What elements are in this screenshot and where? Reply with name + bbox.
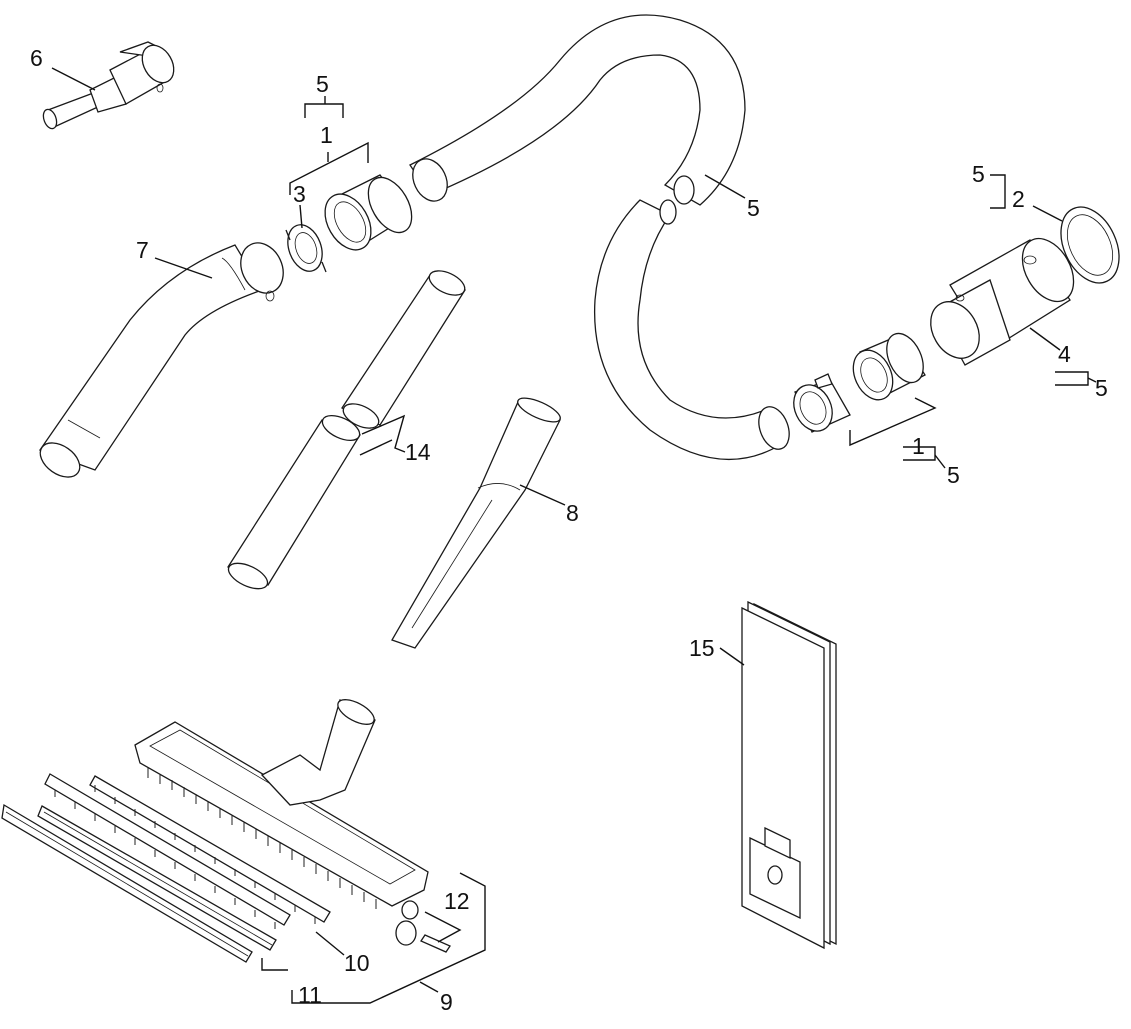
leader-lines — [51, 67, 1097, 1004]
callout-3: 3 — [293, 181, 306, 207]
part-10-brush-strips — [44, 773, 331, 929]
callout-5-adapter: 5 — [1095, 375, 1108, 401]
part-7-curved-handle — [38, 242, 284, 478]
callout-6: 6 — [30, 45, 43, 71]
callout-4: 4 — [1058, 341, 1071, 367]
callout-14: 14 — [405, 439, 431, 465]
part-14-suction-tube-lower — [227, 414, 361, 590]
callout-7: 7 — [136, 237, 149, 263]
part-9-floor-nozzle — [134, 699, 429, 920]
part-12-wheel-axle — [395, 920, 451, 953]
callout-1-bottom: 1 — [912, 433, 925, 459]
callout-12: 12 — [444, 888, 470, 914]
part-1-clip-ring-bottom — [793, 373, 851, 433]
callout-5-bottom: 5 — [947, 462, 960, 488]
part-4-adapter — [930, 237, 1075, 366]
part-14-suction-tube-upper — [341, 270, 466, 429]
callout-15: 15 — [689, 635, 715, 661]
part-11-rubber-strips — [1, 803, 277, 963]
part-1-hose-sleeve-bottom — [852, 332, 926, 401]
part-1-hose-sleeve-top — [324, 174, 413, 251]
callout-10: 10 — [344, 950, 370, 976]
callout-8: 8 — [566, 500, 579, 526]
part-5-suction-hose — [409, 14, 790, 460]
callout-1-top: 1 — [320, 122, 333, 148]
part-6-stepped-adapter — [42, 41, 175, 130]
part-2-seal-ring — [1060, 206, 1120, 284]
part-3-clip-ring — [285, 224, 327, 273]
part-15-filter-bags — [741, 600, 837, 950]
callout-5-top: 5 — [316, 71, 329, 97]
callout-11: 11 — [298, 982, 322, 1008]
part-8-crevice-nozzle — [391, 397, 561, 649]
callout-5-ring: 5 — [972, 161, 985, 187]
callout-2: 2 — [1012, 186, 1025, 212]
callout-9: 9 — [440, 989, 453, 1015]
floor-nozzle-bristles — [147, 768, 377, 909]
callout-5-hose: 5 — [747, 195, 760, 221]
callout-labels: 6 5 1 3 7 5 5 2 4 5 1 5 14 8 15 12 10 11… — [30, 45, 1108, 1015]
